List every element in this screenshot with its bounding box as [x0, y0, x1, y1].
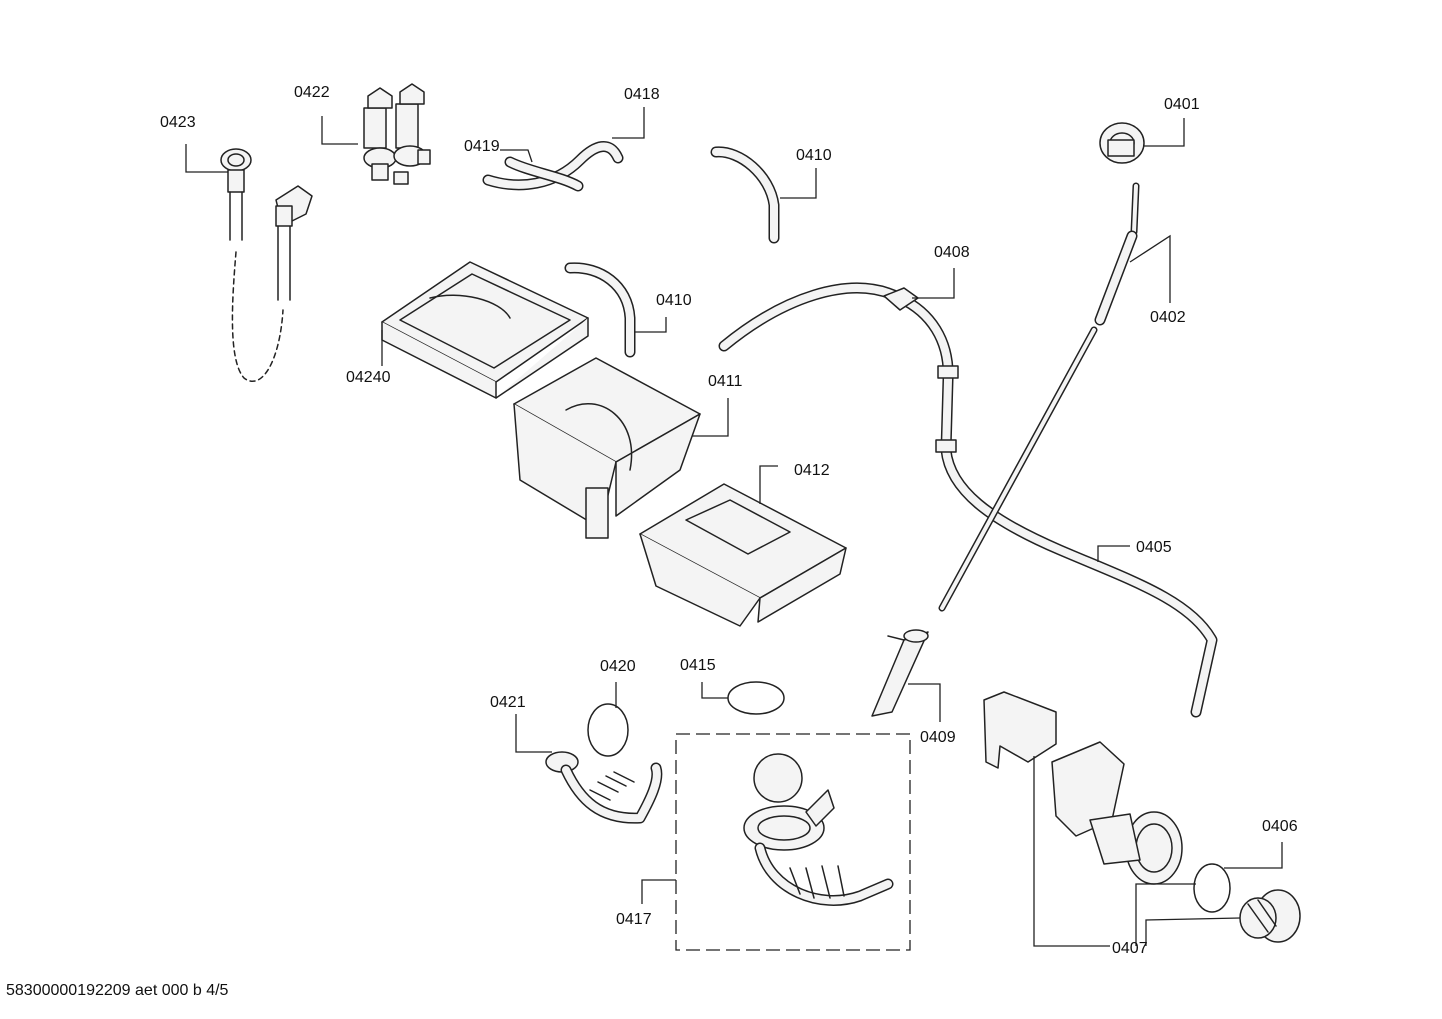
- label-0409: 0409: [920, 729, 956, 746]
- label-0410-top: 0410: [796, 147, 832, 164]
- label-0410-middle: 0410: [656, 292, 692, 309]
- label-0417: 0417: [616, 911, 652, 928]
- part-dispenser-housing: [513, 357, 701, 539]
- part-inlet-hose: [220, 148, 313, 382]
- part-detergent-drawer: [639, 483, 847, 627]
- document-id-footer: 58300000192209 aet 000 b 4/5: [6, 982, 229, 999]
- leader-lines: [185, 107, 1283, 947]
- label-0408: 0408: [934, 244, 970, 261]
- part-long-hose: [718, 282, 1218, 718]
- label-0418: 0418: [624, 86, 660, 103]
- label-0420: 0420: [600, 658, 636, 675]
- label-0401: 0401: [1164, 96, 1200, 113]
- part-pump-filter: [1239, 889, 1301, 943]
- part-sump-assembly: [675, 733, 911, 951]
- part-gaskets: [587, 681, 785, 757]
- label-04240: 04240: [346, 369, 391, 386]
- part-air-trap: [871, 629, 929, 717]
- label-0406: 0406: [1262, 818, 1298, 835]
- label-0423: 0423: [160, 114, 196, 131]
- part-sump-hose: [545, 751, 663, 824]
- label-0407: 0407: [1112, 940, 1148, 957]
- part-hose-0410-top: [710, 146, 780, 244]
- part-dispenser-lid: [381, 261, 589, 399]
- part-hose-0410-middle: [564, 262, 636, 358]
- part-pressure-switch: [938, 122, 1145, 612]
- part-drain-pump: [983, 691, 1231, 913]
- label-0412: 0412: [794, 462, 830, 479]
- label-0422: 0422: [294, 84, 330, 101]
- part-small-hoses: [482, 141, 624, 192]
- part-water-valve: [363, 83, 431, 185]
- label-0421: 0421: [490, 694, 526, 711]
- label-0415: 0415: [680, 657, 716, 674]
- label-0405: 0405: [1136, 539, 1172, 556]
- label-0411: 0411: [708, 373, 743, 390]
- label-0402: 0402: [1150, 309, 1186, 326]
- label-0419: 0419: [464, 138, 500, 155]
